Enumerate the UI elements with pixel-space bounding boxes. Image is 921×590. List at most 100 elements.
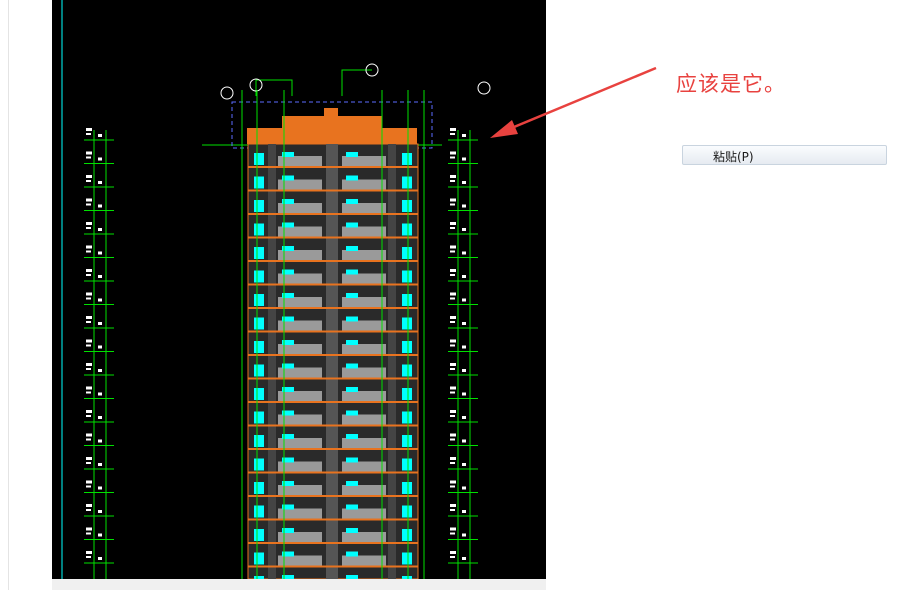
right-level-column-mark [450,556,455,558]
window [346,481,358,486]
window [254,552,264,565]
window [346,434,358,439]
window [402,411,412,424]
floor-balcony [278,485,322,495]
window [282,293,294,298]
floor-balcony [342,391,386,401]
window [254,341,264,353]
left-level-column-mark [98,298,102,302]
side-column [268,144,276,579]
left-level-column-mark [98,533,102,537]
right-level-column-mark [450,250,455,253]
floor-balcony [342,226,386,237]
left-level-column-mark [86,339,92,343]
window [346,363,358,369]
floor-balcony [278,203,322,213]
right-level-column-mark [462,157,466,161]
window [254,458,264,471]
paste-menu-label: 粘贴(P) [713,150,754,164]
paste-menu-item[interactable]: 粘贴(P) [682,145,887,165]
window [254,153,264,165]
floor-balcony [342,367,386,378]
right-level-column-mark [450,509,455,511]
floor-balcony [342,273,386,284]
window [402,200,412,212]
right-level-column-mark [462,204,466,208]
left-level-column-mark [86,438,91,441]
floor-balcony [278,508,322,519]
right-level-column-mark [450,480,456,484]
right-level-column-mark [450,222,456,225]
window [346,504,358,510]
window [402,458,412,471]
left-level-column-mark [98,557,102,560]
right-level-column-mark [450,133,455,135]
floor-balcony [278,156,322,166]
right-level-column-mark [450,368,455,370]
window [282,575,294,579]
window [282,434,294,439]
left-level-column-mark [86,128,92,131]
left-level-column-mark [86,227,91,229]
window [282,222,294,228]
window [402,482,412,494]
right-level-column-mark [462,134,466,137]
window [402,505,412,518]
right-level-column-mark [462,510,466,513]
left-level-column-mark [98,345,102,349]
right-level-column-mark [450,227,455,229]
window [346,340,358,345]
right-level-column-mark [450,410,456,413]
right-level-column-mark [462,557,466,560]
window [254,317,264,330]
right-level-column-mark [462,322,466,325]
window [282,363,294,369]
right-level-column-mark [462,486,466,490]
right-level-column-mark [450,344,455,347]
left-level-column-mark [86,485,91,488]
window [346,293,358,298]
window [282,340,294,345]
axis-bubble [477,81,491,95]
stair-core [326,144,338,579]
window [282,199,294,204]
window [402,153,412,165]
right-level-column-mark [450,462,455,464]
left-level-column-mark [98,369,102,372]
right-level-column-mark [450,297,455,300]
window [282,528,294,533]
red-arrow-icon [490,66,657,138]
left-level-column-mark [86,368,91,370]
window [346,269,358,275]
floor-balcony [278,367,322,378]
window [402,364,412,377]
left-level-column-mark [86,198,92,202]
left-level-column-mark [86,527,92,531]
floor-balcony [278,273,322,284]
cad-drawing-canvas[interactable] [52,0,546,579]
window [282,457,294,463]
window [282,246,294,251]
window [254,176,264,189]
left-level-column-mark [86,316,92,319]
right-level-column-mark [450,532,455,535]
left-level-column-mark [98,486,102,490]
right-level-column-mark [462,181,466,184]
floor-balcony [342,438,386,448]
floor-balcony [342,461,386,472]
left-level-column-mark [86,292,92,296]
window [282,152,294,157]
right-level-column-mark [450,316,456,319]
left-level-column-mark [86,391,91,394]
window [346,575,358,579]
floor-balcony [342,179,386,190]
right-level-column-mark [450,151,456,155]
right-level-column-mark [450,198,456,202]
right-level-column-mark [450,485,455,488]
left-level-column-mark [86,509,91,511]
left-level-column-mark [98,134,102,137]
axis-bubble [249,78,263,92]
canvas-bottom-strip [52,579,546,590]
window [346,457,358,463]
left-level-column-mark [86,462,91,464]
